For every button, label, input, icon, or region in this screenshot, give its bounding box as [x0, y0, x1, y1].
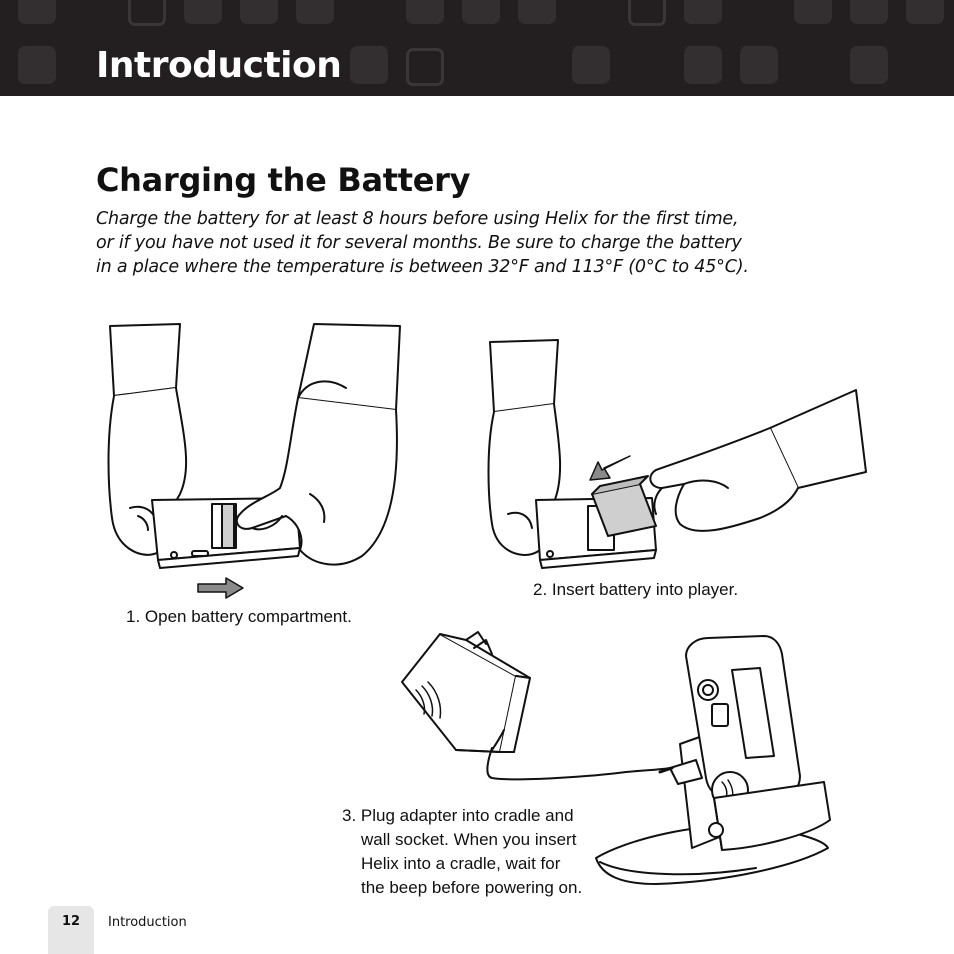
slide-right-arrow-icon — [197, 577, 244, 599]
step-1-caption: 1. Open battery compartment. — [126, 607, 352, 626]
page-number: 12 — [61, 914, 81, 929]
adapter-cradle-illustration — [401, 631, 831, 885]
intro-paragraph: Charge the battery for at least 8 hours … — [96, 207, 876, 279]
intro-line: in a place where the temperature is betw… — [96, 257, 749, 277]
step-3-caption-line: 3. Plug adapter into cradle and — [342, 806, 574, 825]
step-3-caption: 3. Plug adapter into cradle and wall soc… — [342, 804, 612, 900]
step-3-caption-line: Helix into a cradle, wait for — [361, 854, 561, 873]
header-banner: Introduction — [0, 0, 954, 96]
footer-label: Introduction — [108, 915, 187, 930]
step-3-caption-line: the beep before powering on. — [361, 878, 583, 897]
intro-line: or if you have not used it for several m… — [96, 233, 742, 253]
open-battery-illustration — [107, 323, 401, 569]
page-number-tab — [48, 906, 94, 954]
header-title: Introduction — [96, 45, 342, 86]
step-3-caption-line: wall socket. When you insert — [361, 830, 577, 849]
step-2-caption: 2. Insert battery into player. — [533, 580, 739, 599]
section-title: Charging the Battery — [96, 161, 471, 199]
intro-line: Charge the battery for at least 8 hours … — [96, 209, 739, 229]
insert-battery-illustration — [487, 339, 867, 569]
